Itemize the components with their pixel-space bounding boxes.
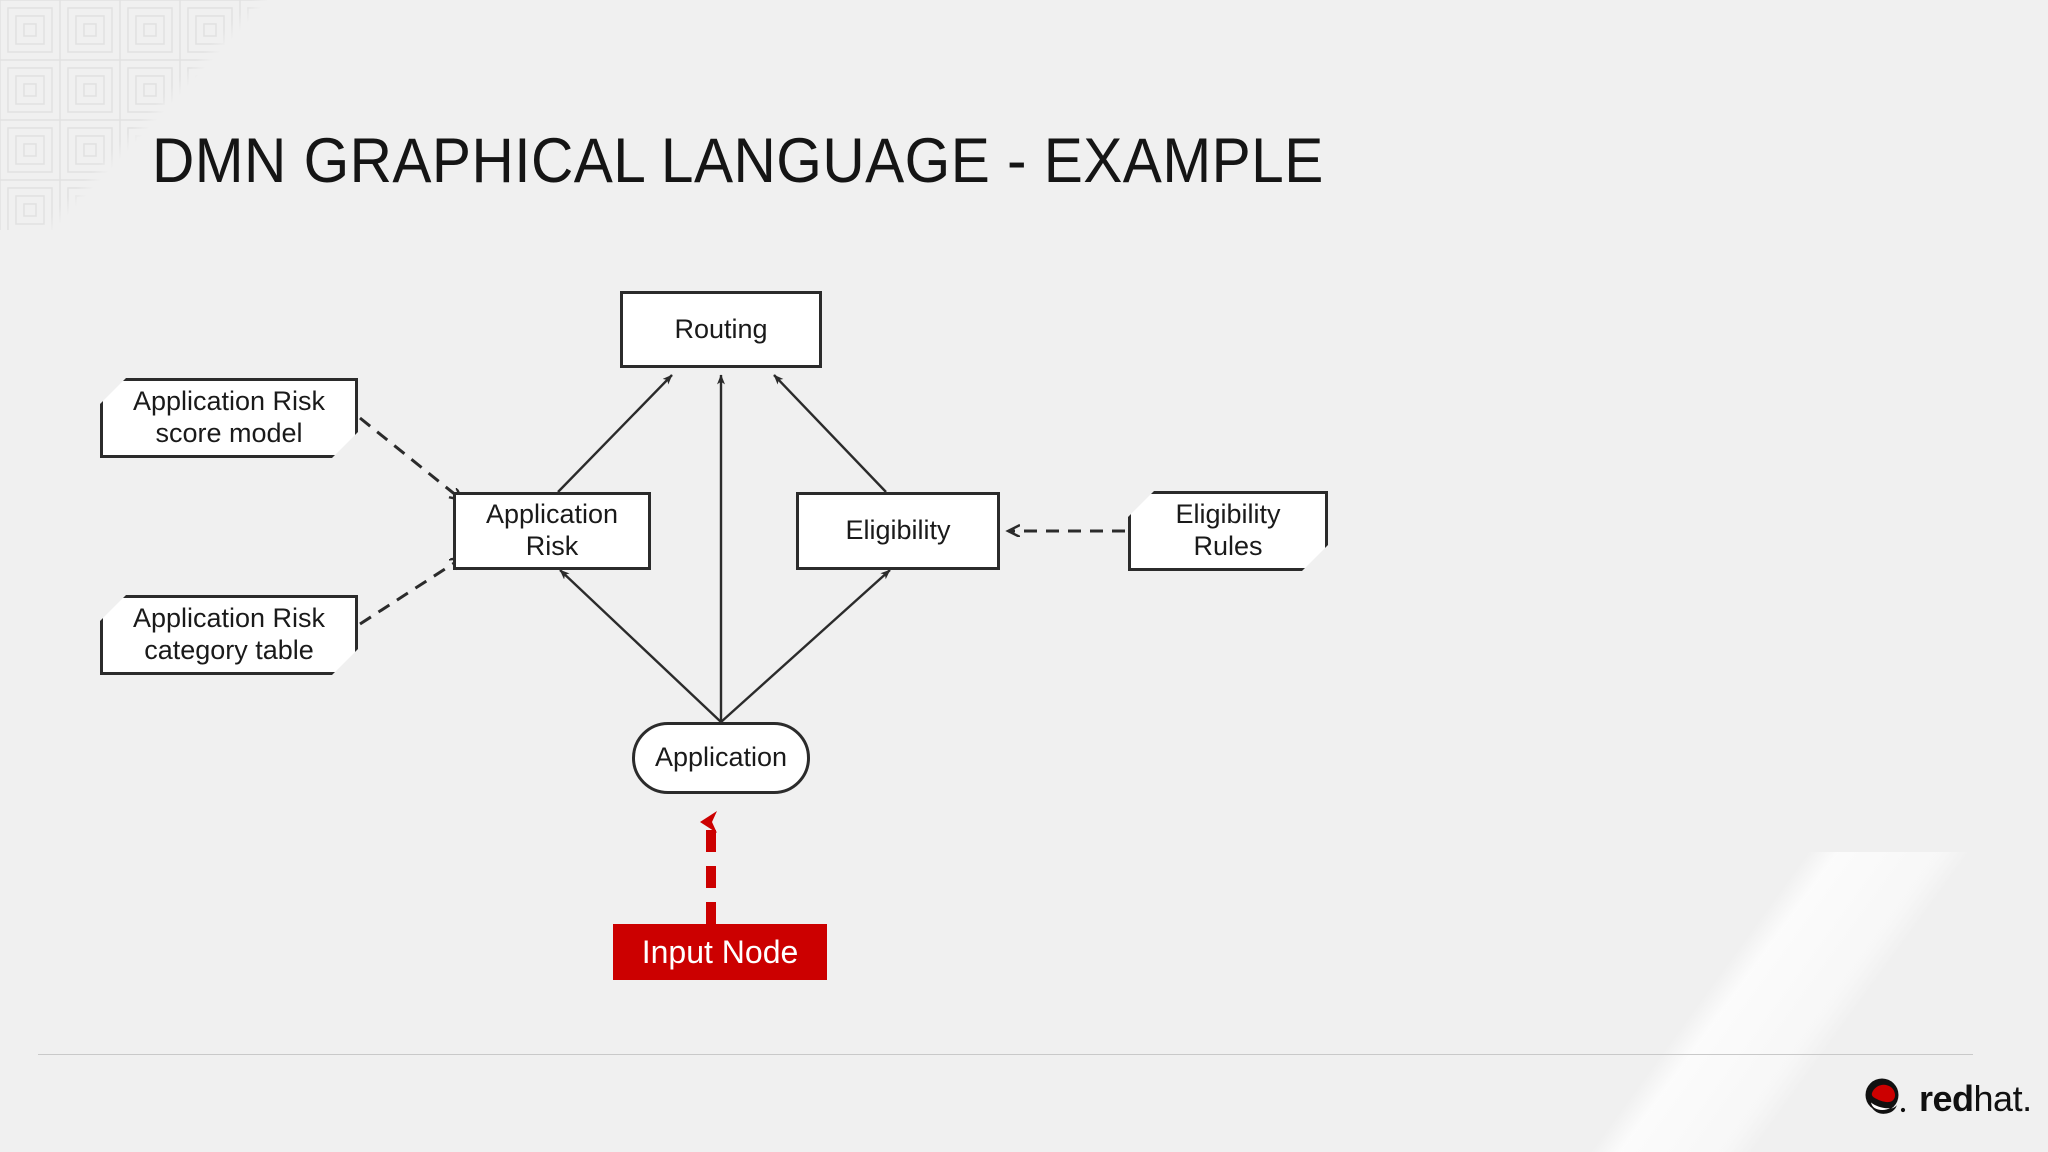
decision-node-routing-label: Routing (674, 313, 768, 344)
redhat-logo-dot: . (2022, 1078, 2032, 1119)
footer-divider (38, 1054, 1973, 1055)
decision-node-application-risk[interactable]: Application Risk (453, 492, 651, 570)
bkm-shape-risk-score-model (100, 378, 358, 458)
edge-risk-category-table-to-application-risk (359, 558, 462, 626)
redhat-logo-hat: hat (1973, 1078, 2023, 1119)
decision-node-application-risk-label: Application Risk (485, 499, 619, 561)
decision-node-eligibility[interactable]: Eligibility (796, 492, 1000, 570)
bkm-node-risk-score-model[interactable]: Application Risk score model (100, 378, 358, 458)
bkm-line-1: Eligibility (1175, 499, 1281, 530)
bkm-node-risk-category-table[interactable]: Application Risk category table (100, 595, 358, 675)
bkm-node-risk-category-table-label: Application Risk category table (100, 603, 358, 667)
redhat-shadowman-icon (1865, 1078, 1906, 1114)
bkm-line-1: Application Risk (132, 386, 326, 417)
redhat-logo: redhat. (1862, 1078, 2032, 1120)
input-data-node-application-label: Application (654, 742, 788, 773)
bkm-shape-risk-category-table (100, 595, 358, 675)
redhat-logo-red: red (1919, 1078, 1974, 1119)
decision-node-eligibility-label: Eligibility (845, 515, 951, 546)
edge-risk-score-model-to-application-risk (359, 416, 462, 500)
edge-application-risk-to-routing (557, 374, 673, 493)
bkm-shape-eligibility-rules (1128, 491, 1328, 571)
edge-eligibility-to-routing (773, 374, 887, 493)
decision-node-routing[interactable]: Routing (620, 291, 822, 368)
bkm-node-risk-score-model-label: Application Risk score model (100, 386, 358, 450)
bkm-line-1: Application Risk (132, 603, 326, 634)
bkm-line-2: score model (155, 418, 303, 448)
input-data-node-application[interactable]: Application (632, 722, 810, 794)
bkm-node-eligibility-rules[interactable]: Eligibility Rules (1128, 491, 1328, 571)
page-title: DMN GRAPHICAL LANGUAGE - EXAMPLE (152, 126, 1324, 196)
input-node-annotation: Input Node (613, 924, 827, 980)
bkm-line-2: category table (144, 635, 314, 665)
knowledge-requirement-edges (359, 416, 1125, 626)
input-node-annotation-label: Input Node (641, 933, 799, 970)
bkm-node-eligibility-rules-label: Eligibility Rules (1128, 499, 1328, 563)
edge-application-to-application-risk (559, 569, 722, 723)
bkm-line-2: Rules (1193, 531, 1263, 561)
information-requirement-edges (557, 374, 891, 723)
edge-application-to-eligibility (720, 569, 891, 723)
